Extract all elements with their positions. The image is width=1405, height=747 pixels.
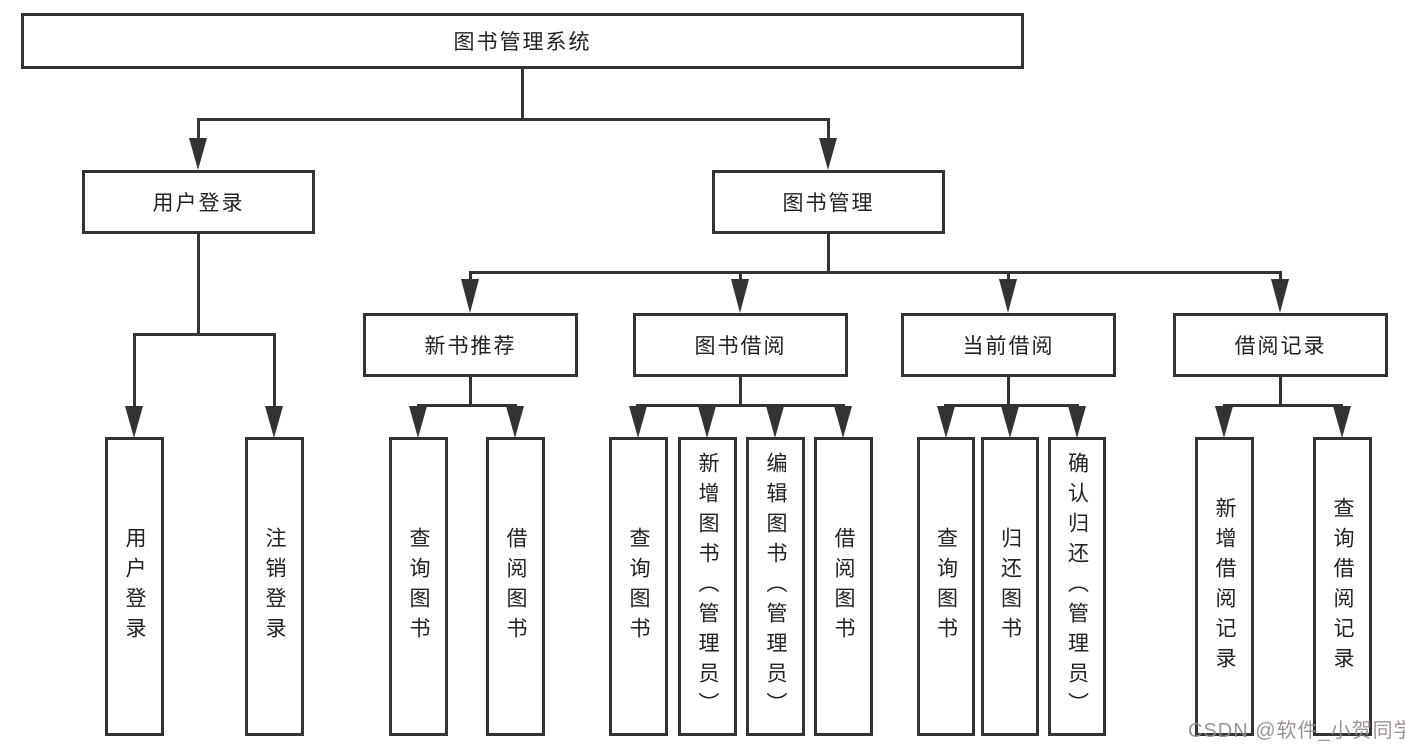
node-book-management: 图书管理 (712, 170, 945, 234)
connector-newrec-stem (469, 377, 472, 407)
connector-user-stub-right (273, 333, 276, 408)
node-label: 借阅记录 (1234, 335, 1327, 358)
leaf-user-login: 用户登录 (105, 437, 164, 736)
arrow-down-newrec-borrow (506, 406, 524, 438)
arrow-down-leaf-logout (265, 406, 283, 438)
connector-user-stub-left (133, 333, 136, 408)
node-label: 图书管理 (782, 192, 875, 215)
node-library-management-system: 图书管理系统 (21, 13, 1024, 69)
arrow-down-book-borrowing (731, 279, 749, 313)
leaf-label: 借阅图书 (832, 526, 855, 647)
connector-user-stem (197, 234, 200, 336)
connector-stub-current (1007, 271, 1010, 283)
leaf-borrow-add-books-admin: 新增图书（管理员） (678, 437, 737, 736)
arrow-down-leaf-user-login (125, 406, 143, 438)
arrow-down-records-add (1215, 406, 1233, 438)
leaf-label: 查询借阅记录 (1331, 496, 1354, 677)
node-label: 新书推荐 (424, 335, 517, 358)
node-label: 用户登录 (152, 192, 245, 215)
leaf-current-query-books: 查询图书 (917, 437, 975, 736)
connector-records-split (1223, 404, 1343, 407)
connector-stub-records (1279, 271, 1282, 283)
connector-bookmgmt-stem (827, 234, 830, 274)
leaf-newrec-query-books: 查询图书 (389, 437, 448, 736)
connector-root-stub-left (197, 118, 200, 142)
leaf-label: 新增图书（管理员） (696, 451, 719, 722)
connector-borrowing-split (636, 404, 845, 407)
arrow-down-records-query (1333, 406, 1351, 438)
leaf-label: 借阅图书 (504, 526, 527, 647)
leaf-borrow-query-books: 查询图书 (609, 437, 668, 736)
node-book-borrowing: 图书借阅 (633, 313, 848, 377)
leaf-logout: 注销登录 (245, 437, 304, 736)
arrow-down-borrowing-edit (766, 406, 784, 438)
csdn-watermark: CSDN @软件_小贺同学 (1188, 720, 1405, 742)
leaf-label: 注销登录 (263, 526, 286, 647)
connector-current-split (944, 404, 1079, 407)
arrow-down-current-borrowing (999, 279, 1017, 313)
arrow-down-borrowing-query (629, 406, 647, 438)
leaf-label: 查询图书 (627, 526, 650, 647)
leaf-records-add-record: 新增借阅记录 (1195, 437, 1254, 736)
leaf-label: 归还图书 (998, 526, 1022, 647)
leaf-records-query-record: 查询借阅记录 (1313, 437, 1372, 736)
arrow-down-current-confirm (1068, 406, 1086, 438)
connector-user-split (133, 333, 275, 336)
arrow-down-user-login (189, 138, 207, 170)
arrow-down-borrowing-add (698, 406, 716, 438)
node-label: 当前借阅 (962, 335, 1055, 358)
node-label: 图书管理系统 (453, 31, 592, 54)
leaf-borrow-borrow-books: 借阅图书 (814, 437, 873, 736)
arrow-down-new-book-recommend (461, 279, 479, 313)
node-current-borrowing: 当前借阅 (901, 313, 1116, 377)
arrow-down-current-return (1001, 406, 1019, 438)
connector-root-stub-right (827, 118, 830, 142)
leaf-current-return-books: 归还图书 (981, 437, 1039, 736)
leaf-label: 编辑图书（管理员） (764, 451, 787, 722)
arrow-down-newrec-query (409, 406, 427, 438)
node-new-book-recommend: 新书推荐 (363, 313, 578, 377)
connector-borrowing-stem (739, 377, 742, 407)
leaf-current-confirm-return-admin: 确认归还（管理员） (1048, 437, 1106, 736)
leaf-label: 用户登录 (123, 526, 146, 647)
arrow-down-current-query (937, 406, 955, 438)
arrow-down-borrowing-records (1271, 279, 1289, 313)
leaf-label: 新增借阅记录 (1213, 496, 1236, 677)
leaf-label: 确认归还（管理员） (1065, 451, 1089, 722)
node-label: 图书借阅 (694, 335, 787, 358)
connector-stub-borrowing (739, 271, 742, 283)
leaf-borrow-edit-books-admin: 编辑图书（管理员） (746, 437, 805, 736)
connector-newrec-split (417, 404, 517, 407)
node-borrowing-records: 借阅记录 (1173, 313, 1388, 377)
node-user-login-branch: 用户登录 (82, 170, 315, 234)
leaf-label: 查询图书 (934, 526, 958, 647)
arrow-down-borrowing-borrow (834, 406, 852, 438)
connector-current-stem (1007, 377, 1010, 407)
connector-root-stem (521, 69, 524, 121)
connector-records-stem (1279, 377, 1282, 407)
connector-bookmgmt-split (469, 271, 1281, 274)
connector-root-split (197, 118, 830, 121)
connector-stub-newrec (469, 271, 472, 283)
leaf-label: 查询图书 (407, 526, 430, 647)
arrow-down-book-management (819, 138, 837, 170)
leaf-newrec-borrow-books: 借阅图书 (486, 437, 545, 736)
